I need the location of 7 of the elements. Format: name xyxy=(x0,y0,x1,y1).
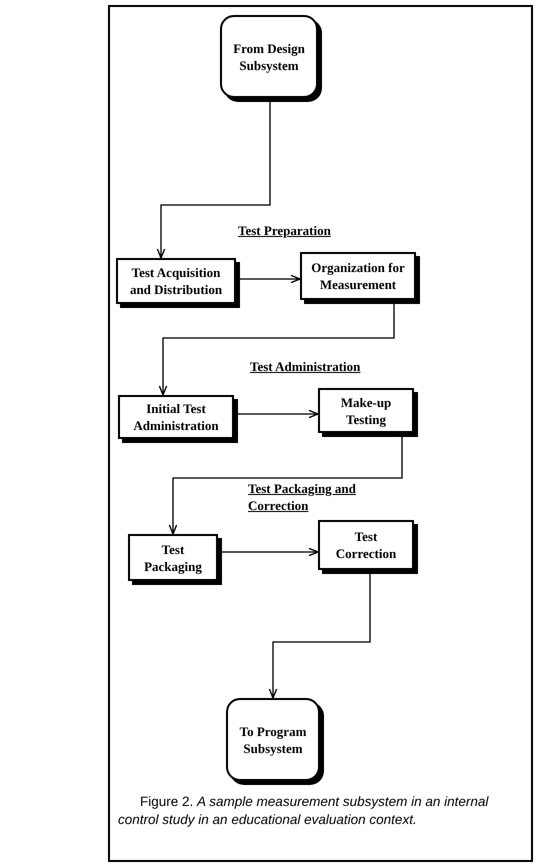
arrow xyxy=(237,410,319,418)
section-heading: Test Preparation xyxy=(238,222,332,239)
arrow xyxy=(239,274,301,284)
arrow xyxy=(221,548,319,556)
caption: Figure 2. A sample measurement subsystem in an internal control study in an educational evaluation context. xyxy=(118,793,490,829)
section-heading: Test Packaging and Correction xyxy=(248,480,357,514)
section-heading: Test Administration xyxy=(250,358,362,375)
